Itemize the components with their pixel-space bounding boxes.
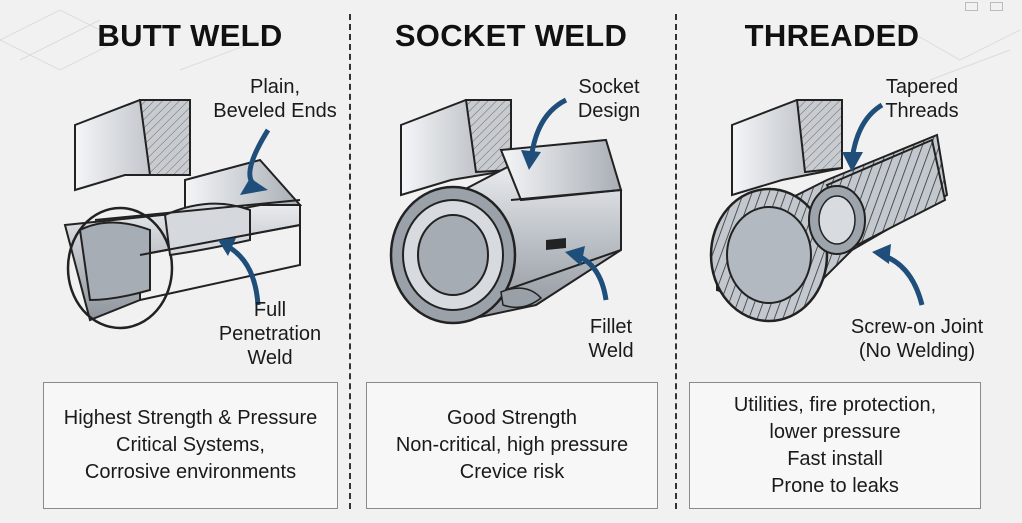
butt-weld-summary-line-1: Highest Strength & Pressure [63, 407, 318, 429]
butt-weld-summary-box: Highest Strength & Pressure Critical Sys… [43, 382, 338, 509]
threaded-callout-line-1: Tapered [885, 76, 959, 98]
socket-weld-callout-line-2: Design [577, 100, 641, 122]
collapse-icon[interactable] [990, 2, 1003, 11]
socket-weld-callout-line-3: Fillet [589, 316, 633, 338]
threaded-summary-box: Utilities, fire protection, lower pressu… [689, 382, 981, 509]
socket-weld-summary-line-2: Non-critical, high pressure [395, 434, 629, 456]
threaded-callout-tapered: Tapered Threads [872, 75, 972, 123]
butt-weld-summary-line-3: Corrosive environments [84, 461, 297, 483]
threaded-callout-line-3: Screw-on Joint [850, 316, 984, 338]
socket-weld-title: SOCKET WELD [394, 18, 628, 53]
butt-weld-callout-line-3: Full [253, 299, 287, 321]
butt-weld-column: BUTT WELD [0, 0, 348, 523]
butt-weld-callout-line-4: Penetration [218, 323, 322, 345]
butt-weld-summary-line-2: Critical Systems, [116, 434, 265, 456]
threaded-callout-joint: Screw-on Joint (No Welding) [837, 315, 997, 363]
butt-weld-fitting-icon [63, 99, 303, 330]
column-divider-right [675, 14, 677, 509]
threaded-summary-line-4: Prone to leaks [771, 474, 899, 497]
butt-weld-callout-line-5: Weld [247, 347, 293, 369]
butt-weld-callout-ends: Plain, Beveled Ends [205, 75, 345, 123]
socket-weld-summary-line-1: Good Strength [446, 407, 578, 429]
socket-weld-fitting-icon [389, 97, 623, 325]
butt-weld-callout-line-1: Plain, [249, 76, 301, 98]
threaded-summary-line-2: lower pressure [769, 420, 901, 443]
threaded-fitting-icon [709, 99, 949, 323]
threaded-title: THREADED [744, 18, 920, 53]
butt-weld-callout-weld: Full Penetration Weld [205, 298, 335, 370]
socket-weld-callout-line-4: Weld [588, 340, 634, 362]
socket-weld-summary-line-3: Crevice risk [459, 461, 565, 483]
butt-weld-callout-line-2: Beveled Ends [213, 100, 337, 122]
column-divider-left [349, 14, 351, 509]
expand-icon[interactable] [965, 2, 978, 11]
butt-weld-title: BUTT WELD [97, 18, 283, 53]
socket-weld-callout-design: Socket Design [564, 75, 654, 123]
socket-weld-callout-line-1: Socket [578, 76, 640, 98]
threaded-summary-line-1: Utilities, fire protection, [733, 393, 937, 416]
threaded-summary-line-3: Fast install [787, 447, 883, 470]
socket-weld-summary-box: Good Strength Non-critical, high pressur… [366, 382, 658, 509]
threaded-column: THREADED Tape [677, 0, 1022, 523]
socket-weld-callout-fillet: Fillet Weld [576, 315, 646, 363]
threaded-callout-line-4: (No Welding) [858, 340, 976, 362]
socket-weld-column: SOCKET WELD [351, 0, 674, 523]
threaded-callout-line-2: Threads [885, 100, 959, 122]
